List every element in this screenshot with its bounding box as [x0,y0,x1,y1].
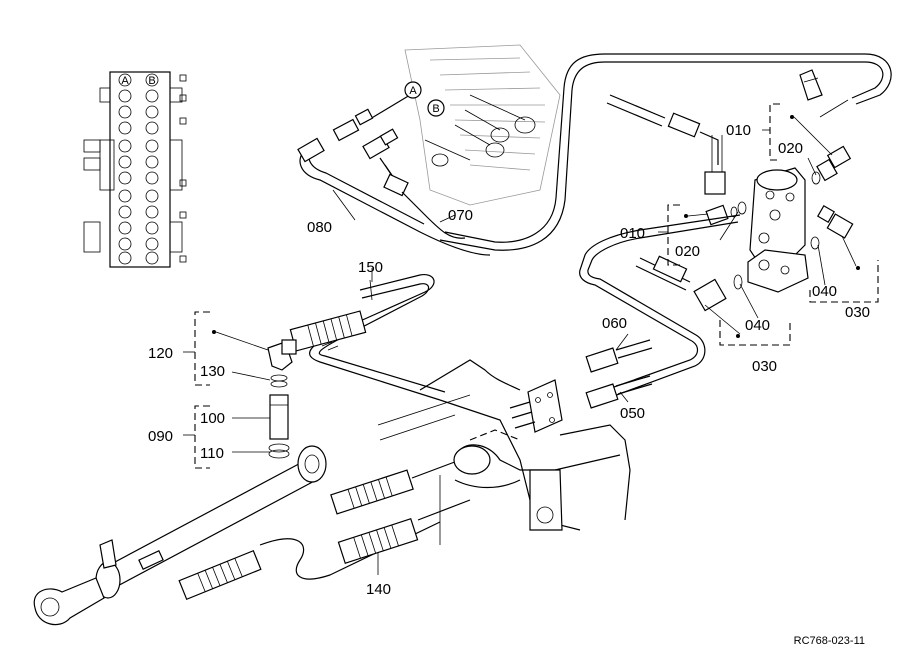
label-050: 050 [620,405,645,422]
bracket-010-lower [667,204,709,266]
label-060: 060 [602,315,627,332]
leader-lines [183,129,826,453]
label-090: 090 [148,428,173,445]
washer-110 [268,443,290,459]
hose-140 [330,459,471,575]
pipe-loop-top [439,53,892,251]
label-040-right: 040 [812,283,837,300]
label-010-upper: 010 [726,122,751,139]
bracket-010-upper [769,99,849,161]
washer-130 [270,374,288,388]
hose-080 [297,94,491,256]
label-130: 130 [200,363,225,380]
hose-070 [362,128,466,239]
schematic-port-b-label: B [148,75,155,87]
label-100: 100 [200,410,225,427]
elbow-030-lower [635,255,743,312]
fitting-020-lower [705,201,747,226]
pipe-loop-lower [579,214,741,401]
fitting-050 [585,375,653,409]
port-marker-b: B [427,99,445,117]
cylinder-hose-left [178,521,441,601]
label-030-lower: 030 [752,358,777,375]
valve-bank-drawing [404,44,561,206]
label-140: 140 [366,581,391,598]
hose-150 [289,273,446,401]
port-marker-a: A [404,81,422,99]
schematic-port-a-label: A [121,75,129,87]
steering-cylinder [33,445,327,626]
fitting-030-right [810,204,854,250]
label-020-lower: 020 [675,243,700,260]
steering-valve-block [747,167,809,293]
label-070: 070 [448,207,473,224]
bracket-030-right [809,235,879,303]
label-010-lower: 010 [620,225,645,242]
bracket-030-lower [704,304,791,346]
mounting-plate [509,379,563,433]
label-120: 120 [148,345,173,362]
adapter-100 [269,394,289,440]
bracket-090 [194,405,210,469]
label-080: 080 [307,219,332,236]
bracket-120 [194,311,269,386]
label-040-lower: 040 [745,317,770,334]
front-axle-frame [377,359,631,531]
control-valve-schematic: A B [83,71,187,268]
fitting-060 [585,339,653,373]
label-020-upper: 020 [778,140,803,157]
elbow-120 [267,339,297,371]
pipe-to-valve-top [606,94,726,195]
reference-code: RC768-023-11 [794,635,865,647]
svg-text:B: B [432,103,439,115]
svg-text:A: A [409,85,417,97]
label-150: 150 [358,259,383,276]
fitting-020-upper [799,69,852,185]
label-110: 110 [200,445,224,462]
label-030-right: 030 [845,304,870,321]
